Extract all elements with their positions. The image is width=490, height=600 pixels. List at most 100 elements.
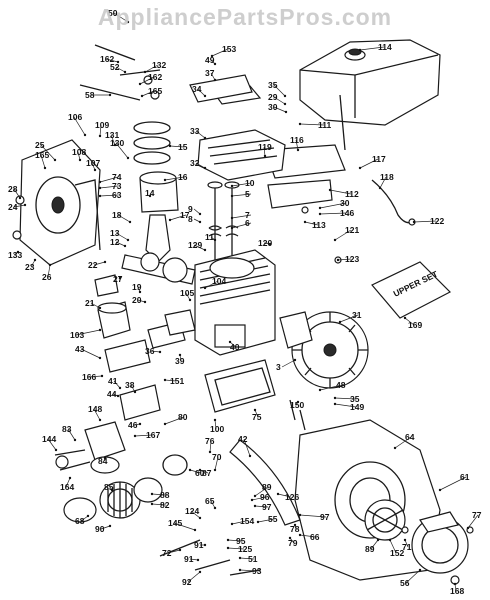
part-callout: 35 <box>268 80 287 98</box>
leader-dot <box>188 298 192 302</box>
leader-line <box>99 176 119 183</box>
leader-line <box>99 185 119 189</box>
part-number-label: 119 <box>258 142 272 152</box>
leader-line <box>299 123 325 126</box>
leader-line <box>13 188 21 199</box>
leader-line <box>99 194 119 197</box>
leader-dot <box>43 166 47 170</box>
part-number-label: 123 <box>345 254 359 264</box>
leader-dot <box>203 166 207 170</box>
part-callout: 7 <box>230 210 252 220</box>
part-number-label: 96 <box>260 492 270 502</box>
part-number-label: 165 <box>148 86 162 96</box>
leader-line <box>93 261 106 266</box>
part-number-label: 7 <box>245 210 250 220</box>
part-callout: 56 <box>400 568 422 588</box>
leader-line <box>389 539 397 554</box>
part-number-label: 124 <box>185 506 199 516</box>
leader-line <box>40 154 46 169</box>
leader-dot <box>338 320 342 324</box>
part-callout: 46 <box>128 420 142 430</box>
part-callout: 43 <box>75 344 102 360</box>
part-callout: 66 <box>298 532 320 542</box>
leader-line <box>113 12 129 23</box>
leader-line <box>299 514 327 518</box>
part-callout: 117 <box>358 154 386 170</box>
leader-line <box>195 162 206 169</box>
part-number-label: 78 <box>290 524 300 534</box>
crankshaft <box>121 252 196 285</box>
part-callout: 30 <box>318 198 350 210</box>
part-number-label: 93 <box>252 566 262 576</box>
leader-line <box>190 510 201 519</box>
part-callout: 3 <box>276 358 297 372</box>
leader-line <box>254 409 259 418</box>
leader-dot <box>98 180 102 184</box>
part-number-label: 27 <box>113 274 123 284</box>
part-number-label: 50 <box>108 8 118 18</box>
leader-line <box>110 134 116 146</box>
leader-dot <box>293 523 297 527</box>
part-callout: 15 <box>168 142 188 152</box>
leader-line <box>254 505 269 508</box>
leader-dot <box>293 358 297 362</box>
leader-line <box>130 384 136 393</box>
leader-dot <box>116 60 120 64</box>
leader-dot <box>230 184 234 188</box>
leader-line <box>231 520 247 525</box>
part-callout: 20 <box>132 295 147 305</box>
part-number-label: 150 <box>290 400 304 410</box>
leader-line <box>334 397 357 400</box>
part-number-label: 72 <box>162 548 172 558</box>
part-number-label: 39 <box>175 356 185 366</box>
part-callout: 23 <box>25 258 37 272</box>
part-number-label: 58 <box>85 90 95 100</box>
part-number-label: 70 <box>212 452 222 462</box>
leader-dot <box>53 158 57 162</box>
part-number-label: 80 <box>178 412 188 422</box>
part-number-label: 60 <box>195 468 205 478</box>
part-number-label: 77 <box>472 510 482 520</box>
part-callout: 150 <box>290 400 304 410</box>
part-number-label: 66 <box>310 532 320 542</box>
part-callout: 33 <box>190 126 207 140</box>
part-number-label: 164 <box>60 482 74 492</box>
leader-dot <box>193 528 197 532</box>
part-number-label: 152 <box>390 548 404 558</box>
part-callout: 162 <box>100 54 120 64</box>
leader-line <box>359 158 379 169</box>
part-callout: 29 <box>268 92 287 106</box>
part-number-label: 162 <box>148 72 162 82</box>
leader-line <box>231 214 252 219</box>
leader-dot <box>208 450 212 454</box>
leader-dot <box>253 408 257 412</box>
leader-dot <box>86 514 90 518</box>
part-number-label: 44 <box>107 389 117 399</box>
leader-line <box>243 438 251 457</box>
part-number-label: 40 <box>230 342 240 352</box>
part-number-label: 167 <box>146 430 160 440</box>
leader-line <box>195 130 206 139</box>
part-callout: 118 <box>378 172 394 190</box>
part-callout: 73 <box>98 181 122 191</box>
leader-line <box>404 317 415 326</box>
part-callout: 14 <box>145 188 155 198</box>
leader-line <box>210 500 216 509</box>
part-callout: 60 <box>188 468 205 478</box>
leader-line <box>405 569 421 584</box>
leader-dot <box>203 543 207 547</box>
leader-line <box>173 522 196 531</box>
leader-dot <box>126 20 130 24</box>
part-callout: 42 <box>238 434 252 458</box>
leader-line <box>93 408 101 421</box>
part-callout: 70 <box>212 452 222 472</box>
leader-line <box>87 375 103 378</box>
connecting-rod <box>145 214 171 263</box>
part-callout: 133 <box>8 250 22 260</box>
part-callout: 74 <box>98 172 122 184</box>
leader-dot <box>33 258 37 262</box>
part-callout: 75 <box>252 408 262 422</box>
leader-dot <box>68 476 72 480</box>
leader-dot <box>230 216 234 220</box>
part-callout: 13 <box>110 228 130 242</box>
